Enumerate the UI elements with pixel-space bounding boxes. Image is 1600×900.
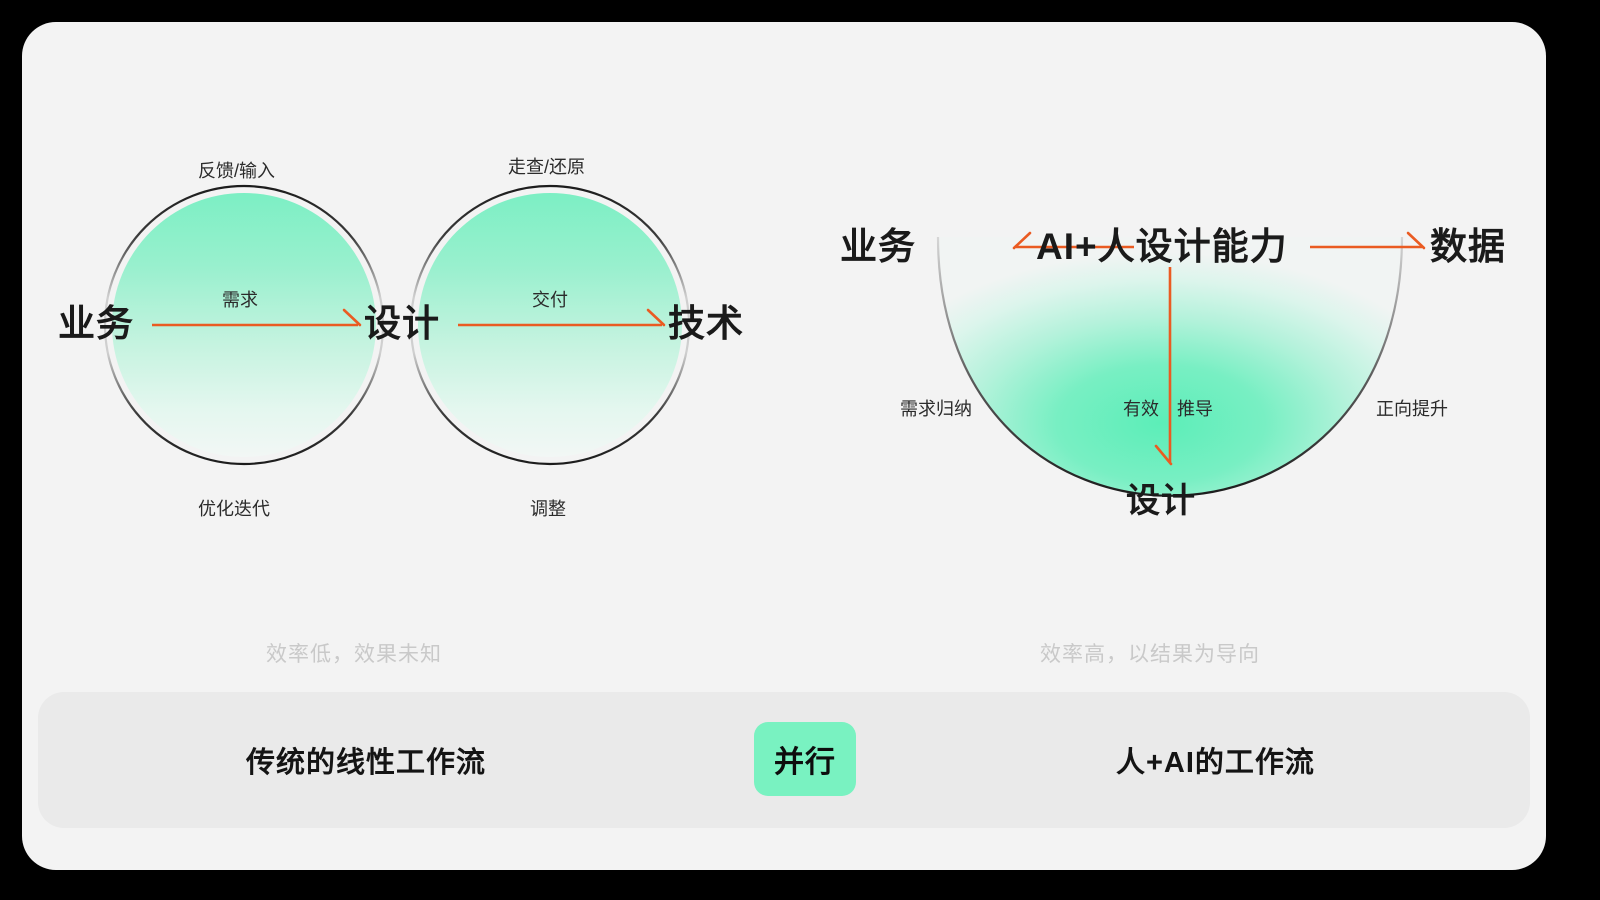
label-traditional-linear-workflow: 传统的线性工作流 [246, 747, 487, 779]
parallel-badge[interactable]: 并行 [754, 722, 856, 796]
node-data-right: 数据 [1430, 226, 1506, 267]
edge-label-requirement: 需求 [222, 290, 258, 310]
label-derivation: 推导 [1177, 399, 1213, 419]
node-design-left: 设计 [364, 303, 440, 344]
diagram-card: 反馈/输入 优化迭代 需求 走查/还原 调整 交付 业务 设计 技术 效率低，效… [22, 22, 1546, 870]
node-business-left: 业务 [58, 303, 134, 344]
arrow-effective-derivation [1154, 267, 1173, 466]
right-caption: 效率高，以结果为导向 [1040, 643, 1260, 666]
bowl-shape [936, 236, 1404, 497]
edge-label-delivery: 交付 [532, 290, 568, 310]
label-positive-uplift: 正向提升 [1376, 399, 1448, 419]
label-effective: 有效 [1123, 399, 1159, 419]
label-demand-abstraction: 需求归纳 [900, 399, 972, 419]
circle1-bottom-label: 优化迭代 [198, 499, 270, 519]
label-human-ai-workflow: 人+AI的工作流 [1116, 747, 1315, 779]
circle-design-tech [409, 184, 691, 466]
arrow-positive-uplift [1310, 231, 1426, 250]
circle-business-design [103, 184, 385, 466]
circle2-top-label: 走查/还原 [508, 157, 586, 177]
circle2-bottom-label: 调整 [530, 499, 566, 519]
node-ai-human-capability: AI+人设计能力 [1036, 226, 1288, 267]
node-design-right: 设计 [1126, 482, 1196, 520]
parallel-badge-label: 并行 [774, 746, 836, 779]
left-caption: 效率低，效果未知 [266, 643, 442, 666]
node-business-right: 业务 [840, 226, 916, 267]
arrow-delivery [458, 308, 666, 327]
circle1-top-label: 反馈/输入 [198, 161, 276, 181]
node-tech-left: 技术 [668, 303, 744, 344]
workflow-comparison-bar: 传统的线性工作流 并行 人+AI的工作流 [38, 692, 1530, 828]
arrow-requirement [152, 308, 362, 327]
